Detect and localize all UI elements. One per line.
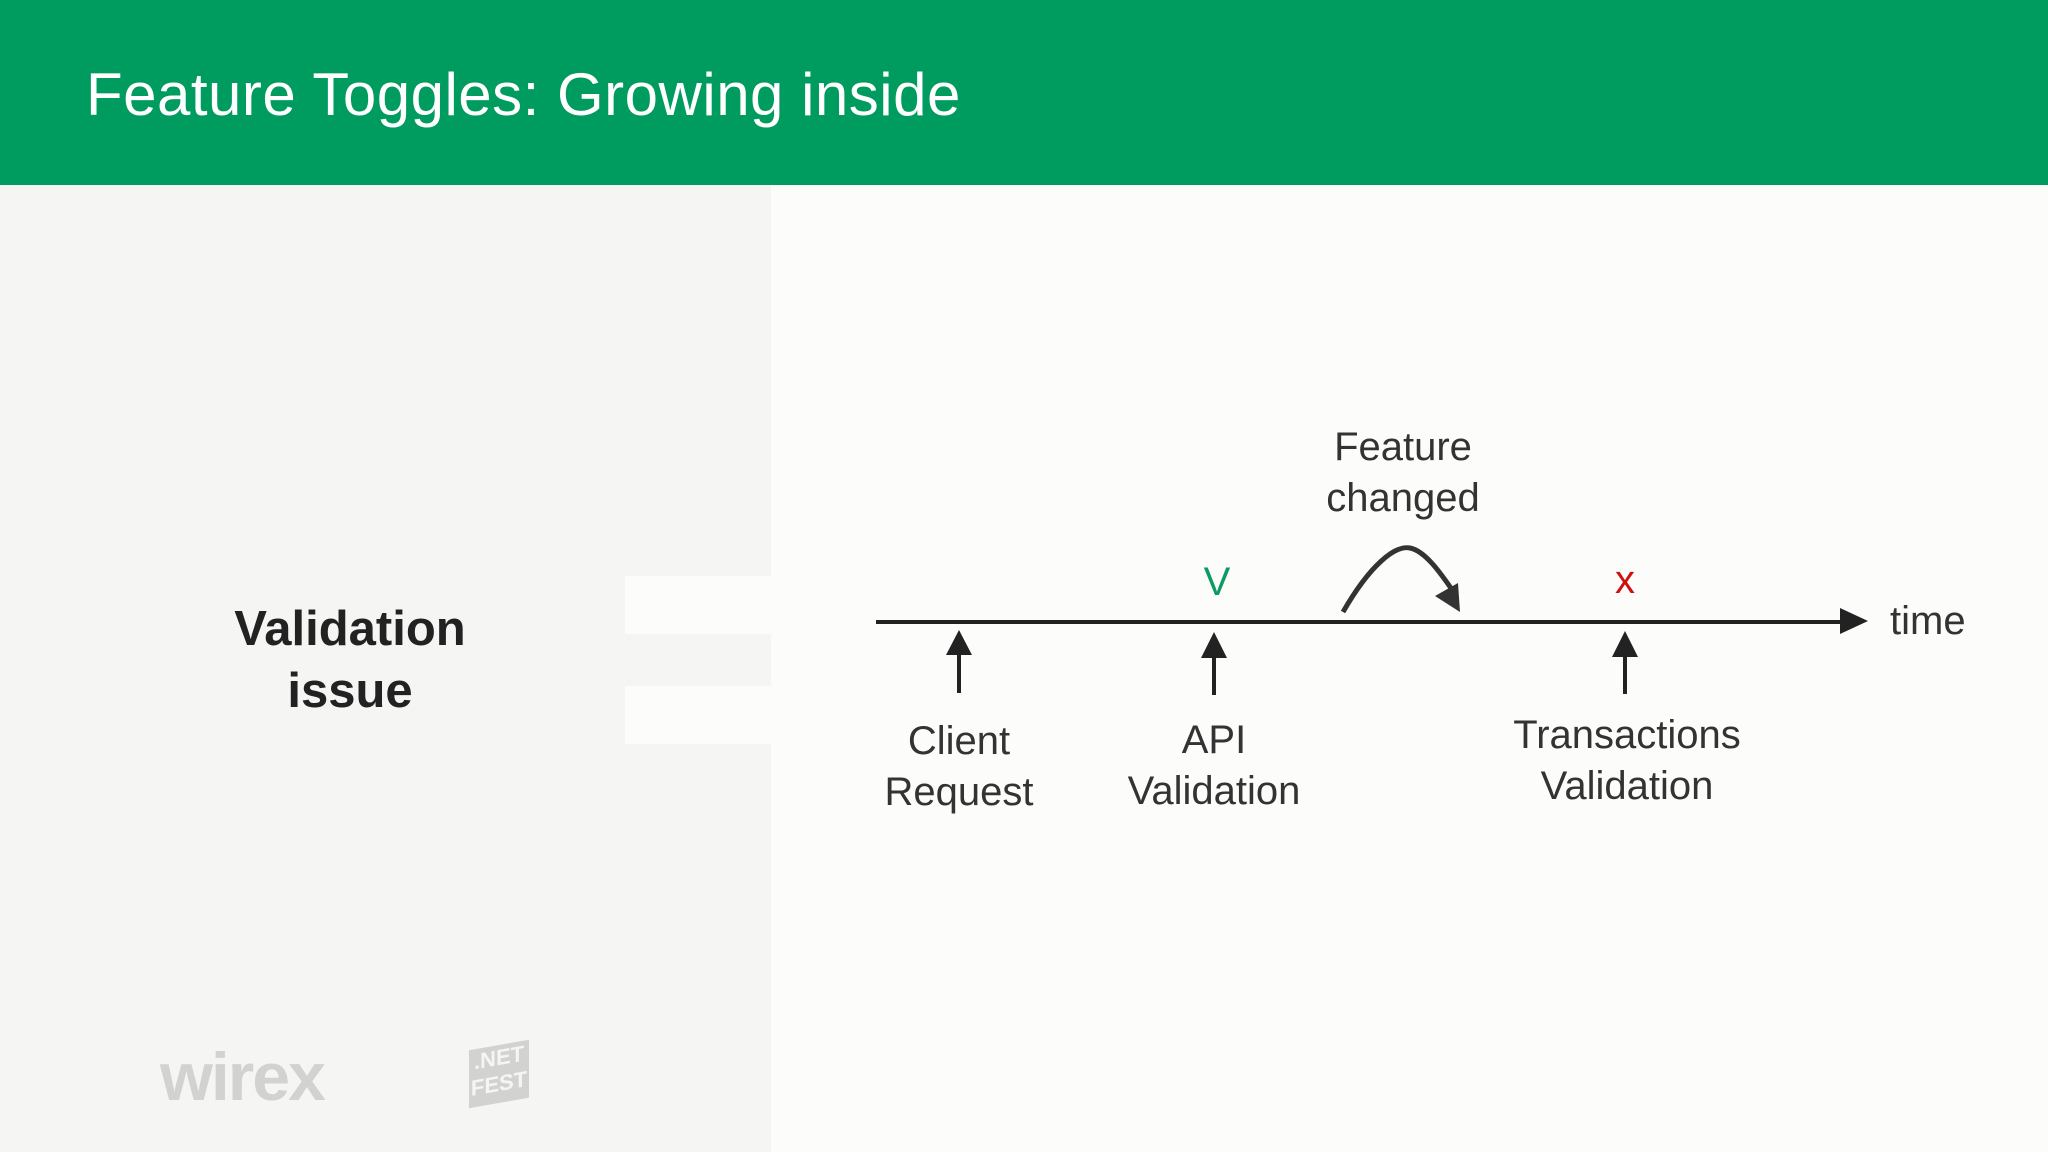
feature-changed-label-line2: changed (1326, 476, 1479, 520)
section-label: Validation issue (150, 598, 550, 722)
api-validation-label-line2: Validation (1128, 769, 1301, 813)
api-validation-label-line1: API (1182, 718, 1246, 762)
section-label-line1: Validation (234, 602, 466, 656)
header-bar: Feature Toggles: Growing inside (0, 0, 2048, 185)
cross-mark: x (1615, 558, 1635, 602)
client-request-label-line2: Request (885, 770, 1034, 814)
panel-notch (625, 576, 771, 634)
api-validation-arrowhead (1201, 632, 1227, 658)
left-panel (0, 185, 771, 1152)
page-title: Feature Toggles: Growing inside (86, 61, 961, 128)
check-mark: V (1204, 560, 1231, 604)
client-request-label-line1: Client (908, 719, 1010, 763)
transactions-validation-label-line1: Transactions (1513, 713, 1741, 757)
feature-changed-arrowhead (1435, 583, 1460, 612)
transactions-validation-label-line2: Validation (1541, 764, 1714, 808)
section-label-line2: issue (287, 664, 413, 718)
time-axis-arrowhead (1840, 608, 1868, 634)
transactions-validation-arrowhead (1612, 631, 1638, 657)
panel-notch (625, 686, 771, 744)
client-request-arrowhead (946, 630, 972, 655)
wirex-logo: wirex (160, 1039, 326, 1115)
feature-changed-curve (1340, 545, 1458, 614)
feature-changed-label-line1: Feature (1334, 425, 1472, 469)
time-axis-label: time (1890, 599, 1966, 643)
